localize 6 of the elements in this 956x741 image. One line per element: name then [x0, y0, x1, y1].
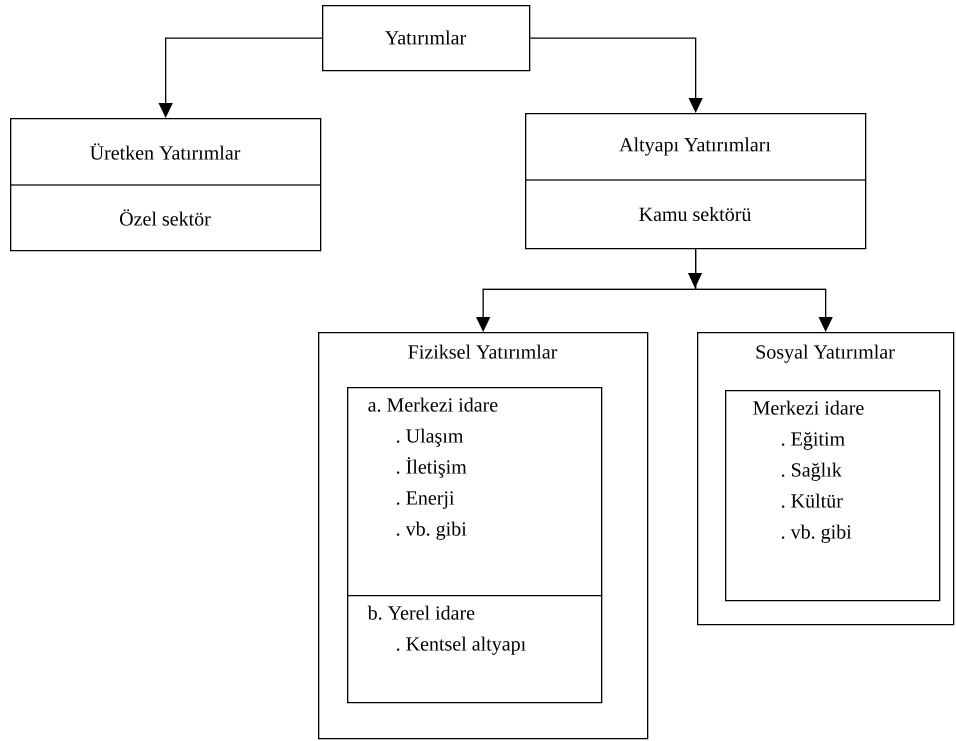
divided-box: Altyapı Yatırımları Kamu sektörü: [525, 113, 866, 250]
list-box: Merkezi idare . Eğitim . Sağlık . Kültür . vb. gibi: [725, 390, 940, 602]
list-box: a. Merkezi idare . Ulaşım . İletişim . Enerji . vb. gibi: [347, 387, 602, 596]
list-box: b. Yerel idare . Kentsel altyapı: [347, 595, 602, 704]
divided-box: Üretken Yatırımlar Özel sektör: [10, 118, 322, 252]
text-box: Yatırımlar: [322, 5, 530, 72]
